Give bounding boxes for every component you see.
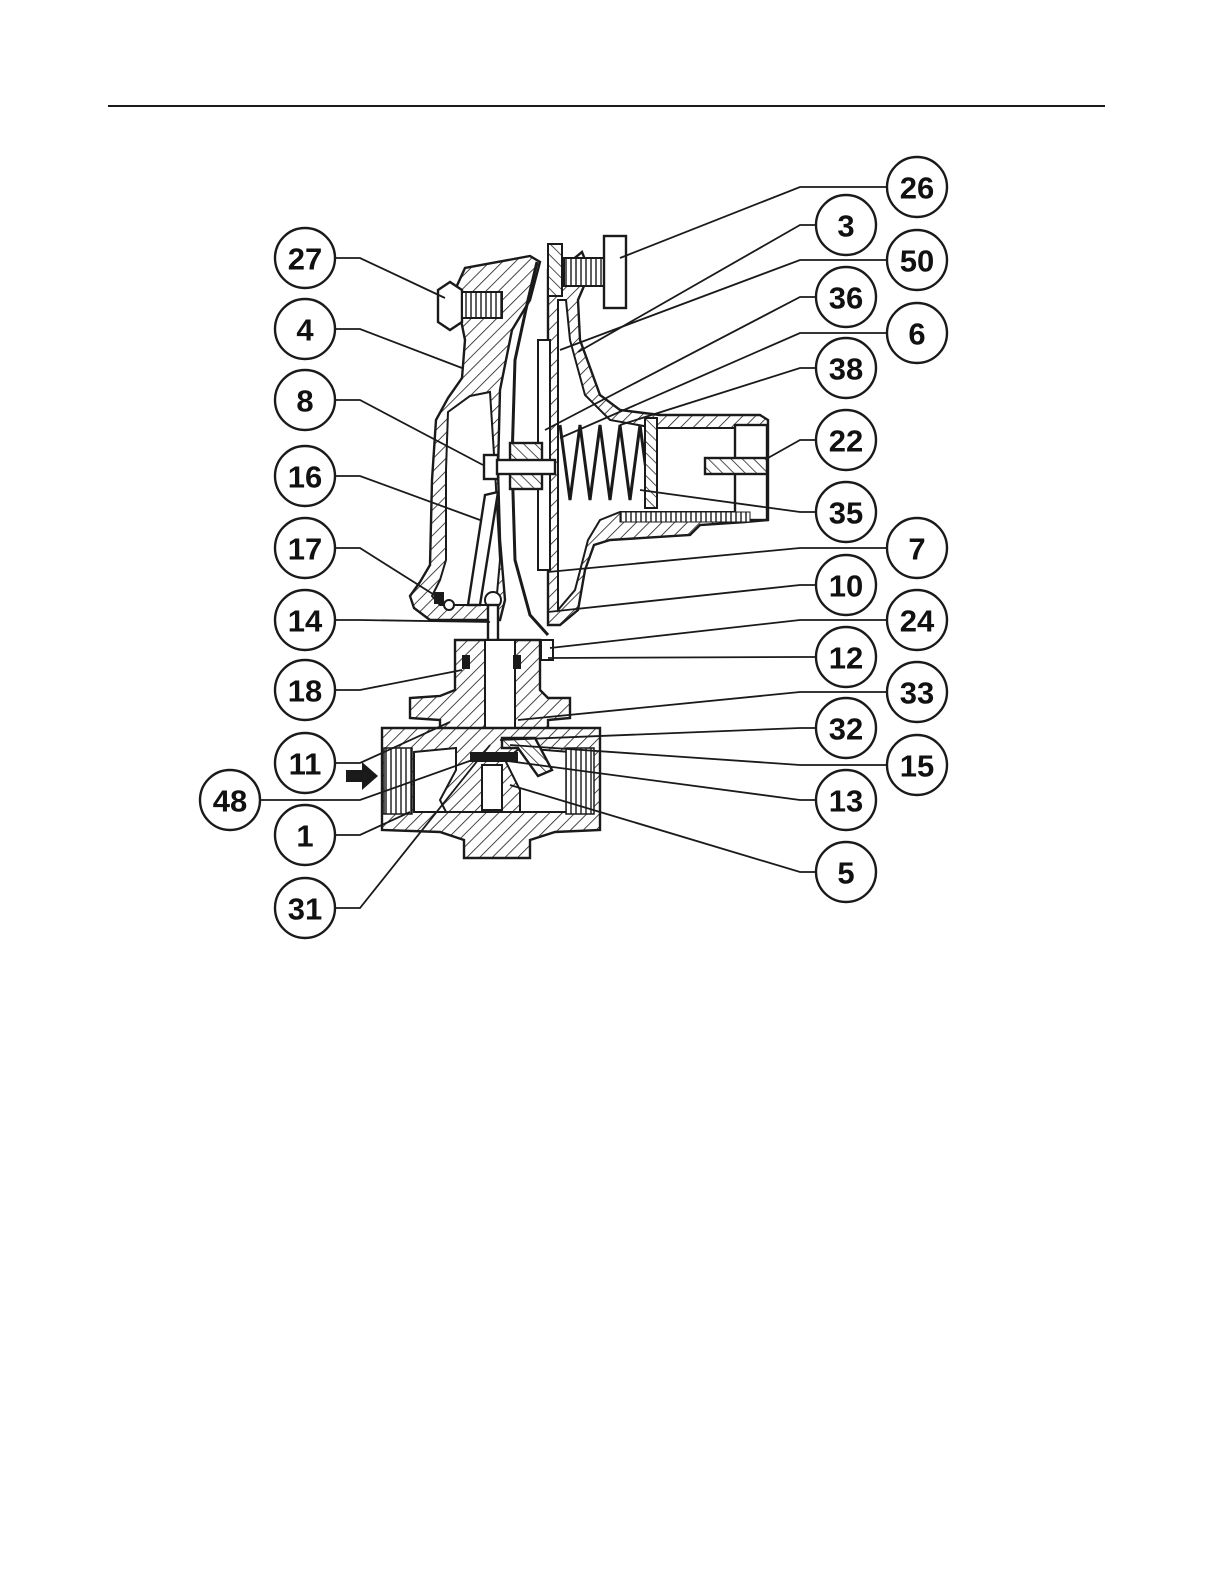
vent-handle <box>604 236 626 308</box>
spring-case-thread <box>620 512 750 522</box>
flow-arrow-icon <box>346 762 378 790</box>
lever-pin <box>444 600 454 610</box>
svg-text:50: 50 <box>900 244 934 279</box>
callout-15: 15 <box>887 735 947 795</box>
svg-text:4: 4 <box>296 313 314 348</box>
vent-stem <box>564 258 604 286</box>
svg-text:48: 48 <box>213 784 247 819</box>
lever-pivot <box>434 592 444 604</box>
callout-17: 17 <box>275 518 335 578</box>
svg-text:6: 6 <box>908 317 925 352</box>
callout-33: 33 <box>887 662 947 722</box>
callout-7: 7 <box>887 518 947 578</box>
callout-5: 5 <box>816 842 876 902</box>
inlet-thread <box>384 748 412 814</box>
svg-text:12: 12 <box>829 641 863 676</box>
pusher-bolt <box>497 460 555 474</box>
hex-bolt-head <box>438 282 462 330</box>
bonnet-screw <box>541 640 553 660</box>
callout-18: 18 <box>275 660 335 720</box>
svg-text:16: 16 <box>288 460 322 495</box>
callout-26: 26 <box>887 157 947 217</box>
callout-4: 4 <box>275 299 335 359</box>
svg-text:22: 22 <box>829 424 863 459</box>
svg-text:35: 35 <box>829 496 863 531</box>
orifice <box>482 765 502 810</box>
callout-24: 24 <box>887 590 947 650</box>
svg-text:14: 14 <box>288 604 323 639</box>
callout-27: 27 <box>275 228 335 288</box>
svg-text:5: 5 <box>837 856 854 891</box>
svg-text:33: 33 <box>900 676 934 711</box>
callout-12: 12 <box>816 627 876 687</box>
svg-text:27: 27 <box>288 242 322 277</box>
cap-vent-screen <box>705 458 767 474</box>
callout-38: 38 <box>816 338 876 398</box>
callout-14: 14 <box>275 590 335 650</box>
svg-text:31: 31 <box>288 892 322 927</box>
hex-bolt-thread <box>462 292 502 318</box>
callout-36: 36 <box>816 267 876 327</box>
callout-50: 50 <box>887 230 947 290</box>
svg-text:15: 15 <box>900 749 934 784</box>
regulator-body-drawing <box>346 236 768 858</box>
svg-text:18: 18 <box>288 674 322 709</box>
callout-48: 48 <box>200 770 260 830</box>
callout-1: 1 <box>275 805 335 865</box>
callout-11: 11 <box>275 733 335 793</box>
o-ring-right <box>513 655 521 669</box>
spring-seat <box>645 418 657 508</box>
callout-35: 35 <box>816 482 876 542</box>
callout-10: 10 <box>816 555 876 615</box>
svg-text:36: 36 <box>829 281 863 316</box>
callout-8: 8 <box>275 370 335 430</box>
svg-text:24: 24 <box>900 604 935 639</box>
callout-22: 22 <box>816 410 876 470</box>
svg-text:26: 26 <box>900 171 934 206</box>
callout-6: 6 <box>887 303 947 363</box>
svg-text:8: 8 <box>296 384 313 419</box>
svg-text:17: 17 <box>288 532 322 567</box>
svg-text:32: 32 <box>829 712 863 747</box>
bonnet-bore <box>485 640 515 732</box>
svg-text:10: 10 <box>829 569 863 604</box>
callout-32: 32 <box>816 698 876 758</box>
svg-text:3: 3 <box>837 209 854 244</box>
svg-text:1: 1 <box>296 819 313 854</box>
outlet-thread <box>566 748 594 814</box>
svg-text:13: 13 <box>829 784 863 819</box>
callout-16: 16 <box>275 446 335 506</box>
callout-31: 31 <box>275 878 335 938</box>
o-ring-left <box>462 655 470 669</box>
svg-text:11: 11 <box>289 747 322 782</box>
callout-13: 13 <box>816 770 876 830</box>
svg-text:7: 7 <box>908 532 925 567</box>
callout-3: 3 <box>816 195 876 255</box>
vent-seal <box>548 244 562 296</box>
svg-text:38: 38 <box>829 352 863 387</box>
